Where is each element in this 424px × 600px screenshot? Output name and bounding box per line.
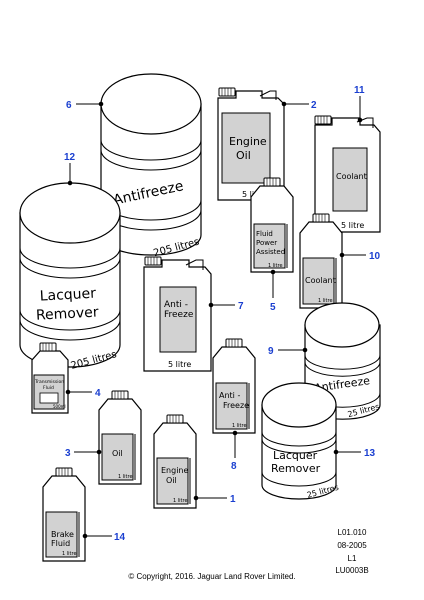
callout-11: 11 [354, 85, 365, 96]
figure-date: 08-2005 [337, 541, 367, 550]
anti-freeze-5l-line1: Anti - [164, 300, 188, 310]
engine-oil-5l-line2: Oil [236, 149, 251, 162]
lacquer-drum-line2: Remover [36, 305, 100, 324]
antifreeze-drum-25l: Antifreeze 25 litres [304, 302, 381, 420]
engine-oil-1l-line1: Engine [161, 466, 188, 475]
callout-3: 3 [65, 448, 71, 459]
anti-freeze-1l-line2: Freeze [223, 401, 249, 410]
figure-code: LU0003B [335, 566, 369, 575]
callout-13: 13 [364, 448, 376, 459]
callout-9: 9 [268, 346, 274, 357]
engine-oil-5l-line1: Engine [229, 135, 267, 148]
engine-oil-5l-can: Engine Oil 5 litre [217, 87, 285, 201]
coolant-1l-bottle: Coolant 1 litre [299, 213, 343, 309]
brake-fluid-line2: Fluid [51, 539, 70, 548]
figure-ref: L01.010 [337, 528, 367, 537]
antifreeze-drum-205l: Antifreeze 205 litres [100, 73, 202, 259]
figure-level: L1 [347, 554, 357, 563]
lacquer-remover-drum-205l: Lacquer Remover 205 litres [19, 182, 121, 372]
leader-lines [65, 96, 366, 539]
transmission-volume: 500ml [53, 404, 66, 409]
coolant-5l-volume: 5 litre [341, 221, 364, 230]
oil-1l-bottle: Oil 1 litre [98, 390, 142, 485]
callout-5: 5 [270, 302, 276, 313]
brake-fluid-1l-bottle: Brake Fluid 1 litre [42, 467, 86, 562]
callout-1: 1 [230, 494, 236, 505]
transmission-fluid-bottle: Transmission Fluid 500ml [31, 342, 69, 414]
callout-4: 4 [95, 388, 101, 399]
callout-2: 2 [311, 100, 317, 111]
brake-fluid-volume: 1 litre [62, 551, 77, 557]
coolant-1l-label: Coolant [305, 276, 336, 285]
anti-freeze-1l-line1: Anti - [219, 391, 240, 400]
anti-freeze-5l-line2: Freeze [164, 310, 194, 320]
anti-freeze-5l-volume: 5 litre [168, 360, 191, 369]
callout-10: 10 [369, 251, 381, 262]
coolant-5l-can: Coolant 5 litre [314, 115, 381, 233]
callout-numbers: 6 2 11 12 5 10 7 4 8 9 13 3 1 14 [64, 85, 381, 543]
lacquer-remover-drum-25l: Lacquer Remover 25 litres [261, 382, 340, 500]
callout-7: 7 [238, 301, 244, 312]
fluid-power-line2: Power [256, 239, 277, 247]
fluid-power-volume: 1 litre [268, 263, 283, 269]
transmission-line2: Fluid [43, 385, 54, 391]
engine-oil-1l-bottle: Engine Oil 1 litre [153, 414, 197, 509]
coolant-1l-volume: 1 litre [318, 298, 333, 304]
oil-1l-volume: 1 litre [118, 474, 133, 480]
callout-8: 8 [231, 461, 237, 472]
lacquer-drum-line1: Lacquer [39, 286, 96, 305]
fluid-power-line3: Assisted [256, 248, 285, 256]
callout-6: 6 [66, 100, 72, 111]
engine-oil-1l-volume: 1 litre [173, 498, 188, 504]
coolant-5l-label: Coolant [336, 172, 367, 181]
power-steering-fluid-1l-bottle: Fluid Power Assisted 1 litre [250, 177, 294, 273]
oil-1l-label: Oil [112, 449, 123, 458]
callout-14: 14 [114, 532, 126, 543]
anti-freeze-1l-volume: 1 litre [232, 423, 247, 429]
copyright-notice: © Copyright, 2016. Jaguar Land Rover Lim… [128, 572, 296, 581]
lacquer-25l-line1: Lacquer [273, 449, 318, 462]
callout-12: 12 [64, 152, 76, 163]
transmission-line1: Transmission [34, 379, 64, 385]
anti-freeze-1l-bottle: Anti - Freeze 1 litre [212, 338, 256, 434]
brake-fluid-line1: Brake [51, 530, 74, 539]
lacquer-25l-line2: Remover [271, 462, 321, 475]
engine-oil-1l-line2: Oil [166, 476, 177, 485]
anti-freeze-5l-can: Anti - Freeze 5 litre [143, 256, 212, 372]
fluid-power-line1: Fluid [256, 230, 273, 238]
